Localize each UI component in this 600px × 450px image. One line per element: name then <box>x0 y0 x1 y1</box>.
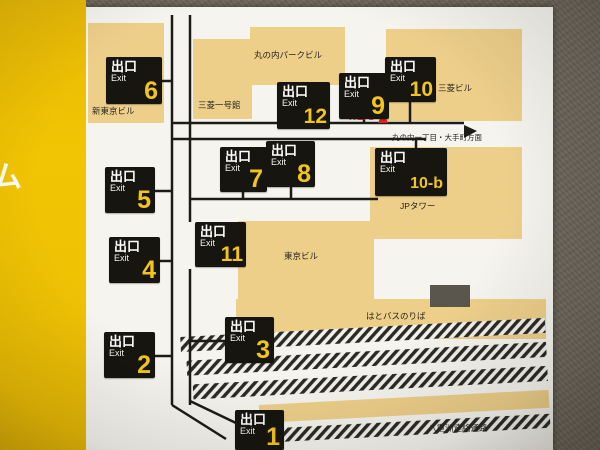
exit-11-number: 11 <box>220 243 243 266</box>
exit-12-badge: 出口 Exit 12 <box>277 82 330 129</box>
passage-lines <box>155 15 464 441</box>
label-yaesu-passage: 八重洲連絡通路 <box>428 423 488 433</box>
exit-9-number: 9 <box>371 92 385 120</box>
exit-6-badge: 出口 Exit 6 <box>106 57 162 104</box>
exit-9-en: Exit <box>344 88 360 99</box>
small-structure <box>430 285 470 307</box>
label-jp-tower: JPタワー <box>400 201 436 211</box>
exit-2-jp: 出口 <box>109 334 136 349</box>
exit-10b-number: 10-b <box>410 175 443 192</box>
exit-10-number: 10 <box>409 78 433 101</box>
exit-11-jp: 出口 <box>200 224 227 239</box>
building-marunouchi-park <box>250 27 345 85</box>
exit-12-number: 12 <box>303 105 327 128</box>
exit-6-jp: 出口 <box>111 59 138 74</box>
exit-5-number: 5 <box>137 186 151 214</box>
exit-4-jp: 出口 <box>114 239 141 254</box>
label-direction-otemachi: 丸の内一丁目・大手町方面 <box>392 133 482 142</box>
exit-7-en: Exit <box>225 162 241 173</box>
passage-and-tracks-graphic <box>155 15 551 444</box>
sign-yellow-side-panel: ム <box>0 0 86 450</box>
railway-track-bands <box>180 317 551 444</box>
exit-12-jp: 出口 <box>282 84 309 99</box>
exit-10-en: Exit <box>390 72 406 83</box>
exit-7-number: 7 <box>249 165 263 193</box>
label-tokyo-building: 東京ビル <box>284 251 319 261</box>
direction-arrowhead <box>464 125 477 138</box>
exit-4-en: Exit <box>114 252 130 263</box>
building-mitsubishi-ichigokan <box>193 39 252 119</box>
exit-10b-badge: 出口 Exit 10-b <box>375 148 447 196</box>
exit-map: 新東京ビル 三菱一号館 丸の内パークビル 三菱ビル JPタワー 東京ビル はとバ… <box>86 7 553 450</box>
exit-10b-jp: 出口 <box>380 150 407 165</box>
exit-5-jp: 出口 <box>110 169 137 184</box>
exit-8-en: Exit <box>271 156 287 167</box>
exit-11-badge: 出口 Exit 11 <box>195 222 246 267</box>
label-marunouchi-park: 丸の内パークビル <box>254 50 323 60</box>
exit-2-badge: 出口 Exit 2 <box>104 332 155 378</box>
exit-3-number: 3 <box>256 336 270 364</box>
exit-6-number: 6 <box>144 77 158 105</box>
exit-1-number: 1 <box>266 423 280 450</box>
exit-9-jp: 出口 <box>344 75 371 90</box>
label-mitsubishi: 三菱ビル <box>438 83 473 93</box>
side-panel-partial-character: ム <box>0 161 22 194</box>
exit-3-en: Exit <box>230 332 246 343</box>
exit-6-en: Exit <box>111 72 127 83</box>
exit-2-number: 2 <box>137 351 151 379</box>
exit-8-badge: 出口 Exit 8 <box>266 141 315 187</box>
exit-4-number: 4 <box>142 256 156 284</box>
building-tokyo-building <box>238 221 374 299</box>
station-exit-map-panel: 新東京ビル 三菱一号館 丸の内パークビル 三菱ビル JPタワー 東京ビル はとバ… <box>86 7 553 450</box>
exit-1-jp: 出口 <box>240 412 267 427</box>
exit-7-jp: 出口 <box>225 149 252 164</box>
exit-10-jp: 出口 <box>390 59 417 74</box>
exit-4-badge: 出口 Exit 4 <box>109 237 160 283</box>
exit-8-jp: 出口 <box>271 143 298 158</box>
exit-12-en: Exit <box>282 97 298 108</box>
exit-3-badge: 出口 Exit 3 <box>225 317 274 363</box>
label-mitsubishi-ichigokan: 三菱一号館 <box>198 100 241 110</box>
exit-9-badge: 出口 Exit 9 <box>339 73 389 119</box>
label-shin-tokyo: 新東京ビル <box>92 106 135 116</box>
exit-1-badge: 出口 Exit 1 <box>235 410 284 450</box>
exit-8-number: 8 <box>297 160 311 188</box>
exit-11-en: Exit <box>200 237 216 248</box>
exit-2-en: Exit <box>109 347 125 358</box>
exit-5-badge: 出口 Exit 5 <box>105 167 155 213</box>
exit-1-en: Exit <box>240 425 256 436</box>
label-hato-bus: はとバスのりば <box>366 311 426 321</box>
exit-3-jp: 出口 <box>230 319 257 334</box>
exit-10b-en: Exit <box>380 163 396 174</box>
exit-5-en: Exit <box>110 182 126 193</box>
exit-10-badge: 出口 Exit 10 <box>385 57 436 102</box>
exit-7-badge: 出口 Exit 7 <box>220 147 267 192</box>
